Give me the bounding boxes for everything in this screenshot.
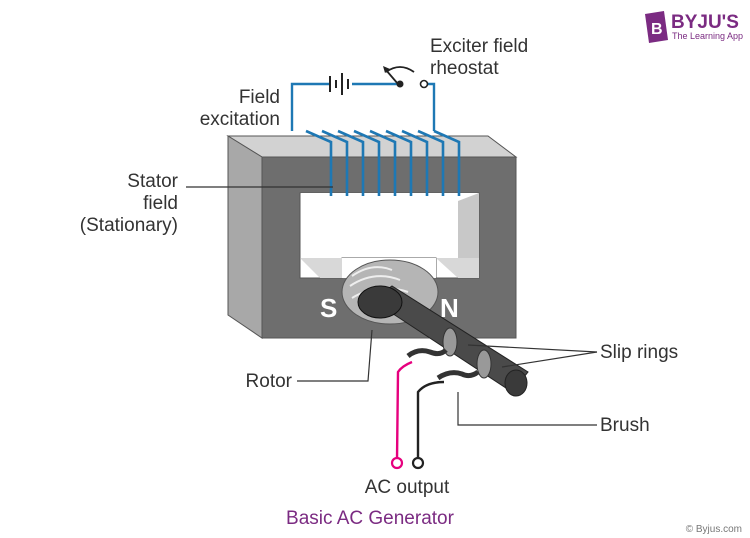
brush-2 (436, 369, 480, 381)
logo-letter: B (651, 21, 663, 38)
pole-s-label: S (320, 293, 337, 323)
rheostat-icon (383, 66, 429, 89)
shaft-end (504, 369, 528, 397)
label-ac-output: AC output (365, 477, 450, 498)
brush-1 (406, 348, 448, 359)
label-brush: Brush (600, 415, 650, 436)
output-terminal-pink (390, 456, 404, 470)
leader-lines (186, 186, 598, 426)
window-bottom-inner (300, 258, 342, 278)
window-top-inner (300, 193, 479, 201)
rotor-hub (357, 285, 403, 319)
rotor-assembly (341, 259, 529, 397)
window-right-inner (458, 193, 479, 278)
battery-icon (329, 73, 349, 95)
label-field-2: excitation (200, 109, 280, 130)
excitation-circuit (290, 82, 436, 131)
output-lead-pink (395, 360, 413, 461)
copyright-text: © Byjus.com (686, 524, 742, 535)
stator-left-face (227, 135, 263, 339)
field-coil (305, 129, 461, 196)
slip-ring-1 (442, 327, 458, 357)
label-stator-2: field (143, 193, 178, 214)
label-stator-3: (Stationary) (80, 215, 178, 236)
logo-badge-icon (645, 11, 668, 43)
output-terminal-dark (411, 456, 425, 470)
label-exciter-1: Exciter field (430, 36, 528, 57)
window-bottom-inner-right (436, 258, 479, 278)
slip-ring-2 (476, 349, 492, 379)
logo-name: BYJU'S (671, 12, 739, 33)
pole-n-label: N (440, 293, 459, 323)
label-exciter-2: rheostat (430, 58, 499, 79)
label-field-1: Field (239, 87, 280, 108)
label-rotor: Rotor (246, 371, 293, 392)
label-stator-1: Stator (127, 171, 178, 192)
output-lead-dark (416, 380, 445, 460)
label-slip-rings: Slip rings (600, 342, 678, 363)
logo-tagline: The Learning App (672, 31, 743, 41)
diagram-caption: Basic AC Generator (286, 508, 455, 529)
byjus-logo: B BYJU'S The Learning App (645, 11, 743, 43)
